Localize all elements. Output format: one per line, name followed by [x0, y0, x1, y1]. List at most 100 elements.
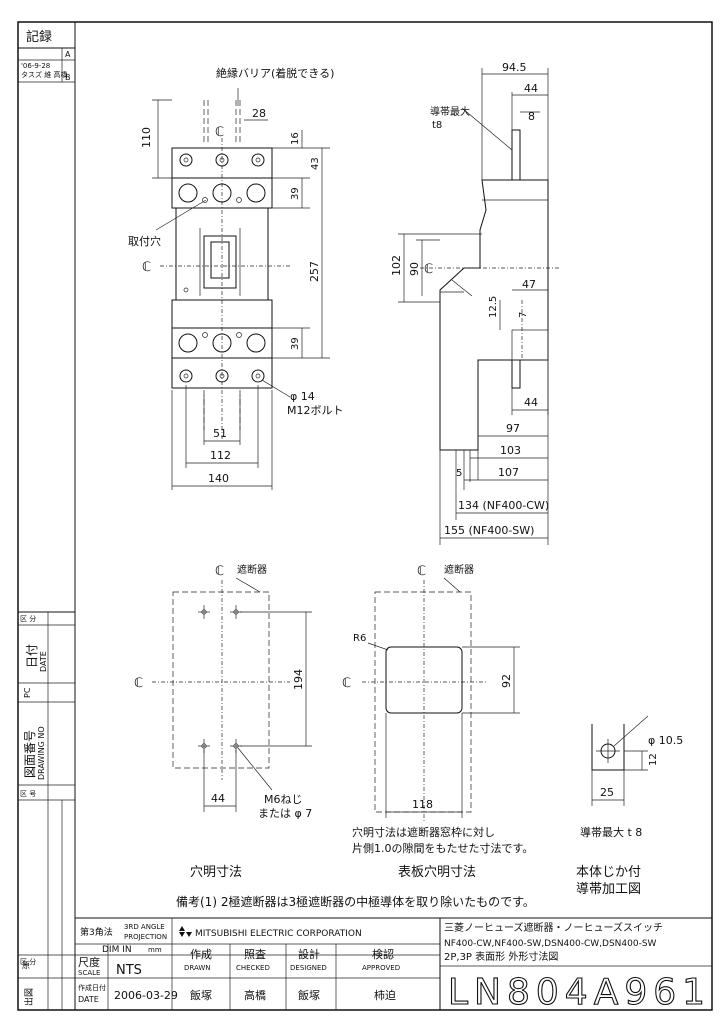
dim-90: 90 [408, 262, 421, 276]
revision-b: B [65, 73, 71, 82]
conductor-hole-diameter: φ 10.5 [648, 734, 683, 747]
checked-label-jp: 照査 [244, 947, 266, 961]
checked-by: 高橋 [244, 988, 266, 1002]
panel-centerline-side: ℂ [342, 676, 351, 691]
approved-by: 柿迫 [374, 988, 396, 1002]
panel-view-caption: 表板穴明寸法 [398, 865, 476, 880]
conductor-note: 導帯最大 t 8 [580, 825, 642, 839]
dim-92: 92 [500, 674, 513, 688]
drawing-number: LN804A961 [448, 972, 711, 1013]
dim-in-label: DIM IN [102, 945, 132, 955]
designed-label-en: DESIGNED [290, 964, 327, 972]
date-label-en-tb: DATE [78, 995, 99, 1004]
left-label-3: 区 分 [20, 957, 36, 966]
left-label-2: 区 号 [20, 790, 36, 798]
drawing-no-label-en: DRAWING NO [37, 726, 46, 780]
dim-94-5: 94.5 [502, 61, 527, 74]
dim-25: 25 [600, 786, 614, 799]
drawing-title-3: 2P,3P 表面形 外形寸法図 [444, 950, 558, 963]
dim-12-5: 12.5 [488, 296, 499, 318]
mounting-hole-view: ℂ ℂ 遮断器 194 44 M6ねじ または φ 7 穴明寸法 [134, 563, 312, 880]
dim-47: 47 [522, 278, 536, 291]
approved-label-en: APPROVED [362, 964, 400, 972]
pc-label: PC [23, 687, 32, 698]
drawing-title-2: NF400-CW,NF400-SW,DSN400-CW,DSN400-SW [444, 939, 657, 949]
hole-centerline-top: ℂ [215, 564, 224, 579]
dim-110: 110 [140, 127, 153, 148]
dim-28: 28 [252, 107, 266, 120]
left-column: 区 分 日付 DATE PC 図面番号 DRAWING NO 区 号 区 分 [18, 611, 75, 1010]
remark-note: 備考(1) 2極遮断器は3極遮断器の中極導体を取り除いたものです。 [176, 894, 535, 909]
screw-note-1: M6ねじ [264, 793, 303, 806]
front-view: ℂ ℂ 絶縁バリア(着脱できる) 取付穴 φ 14 M12ボルト 110 28 … [128, 66, 344, 490]
dim-39-bottom: 39 [290, 337, 301, 350]
mount-hole-label: 取付穴 [128, 234, 161, 248]
front-centerline-side: ℂ [142, 260, 151, 275]
conductor-max-label: 導帯最大 [430, 105, 470, 118]
date-label-jp: 日付 [25, 644, 39, 668]
projection-en-2: PROJECTION [124, 933, 167, 941]
front-centerline-top: ℂ [215, 125, 224, 140]
panel-note-2: 片側1.0の隙間をもたせた寸法です。 [352, 841, 533, 855]
projection-en-1: 3RD ANGLE [124, 923, 165, 931]
panel-breaker-label: 遮断器 [444, 563, 474, 576]
dim-102: 102 [390, 255, 403, 276]
dim-unit: mm [148, 946, 162, 954]
left-label-1: 区 分 [20, 614, 36, 623]
dim-5: 5 [456, 468, 462, 479]
dim-134: 134 (NF400-CW) [458, 499, 549, 512]
conductor-thickness: t8 [432, 120, 442, 131]
corner-radius: R6 [353, 633, 366, 644]
dim-107: 107 [498, 466, 519, 479]
screw-note-2: または φ 7 [258, 807, 312, 820]
scale-label-en: SCALE [78, 969, 100, 977]
drawing-title-1: 三菱ノーヒューズ遮断器・ノーヒューズスイッチ [444, 921, 663, 934]
dim-118: 118 [412, 798, 433, 811]
dim-12: 12 [648, 753, 659, 766]
date-label-en: DATE [39, 651, 48, 672]
panel-centerline-top: ℂ [417, 564, 426, 579]
dim-43: 43 [310, 157, 321, 170]
scale-value: NTS [116, 963, 142, 978]
creation-date: 2006-03-29 [114, 989, 178, 1002]
panel-hole-view: ℂ ℂ 遮断器 R6 92 118 穴明寸法は遮断器窓枠に対し 片側1.0の隙間… [342, 563, 533, 880]
dim-194: 194 [292, 669, 305, 690]
hole-view-caption: 穴明寸法 [190, 865, 242, 880]
dim-97: 97 [506, 422, 520, 435]
drawing-no-label-jp: 図面番号 [23, 730, 37, 778]
hole-centerline-side: ℂ [134, 676, 143, 691]
checked-label-en: CHECKED [236, 964, 270, 972]
dim-8: 8 [528, 110, 535, 123]
side-view: ℂ 導帯最大 t8 94.5 44 8 102 90 47 12.5 7 44 [390, 61, 560, 545]
dim-44-top: 44 [524, 82, 538, 95]
dim-44-bottom: 44 [524, 396, 538, 409]
dim-155: 155 (NF400-SW) [444, 524, 534, 537]
dim-257: 257 [308, 261, 321, 282]
side-centerline: ℂ [424, 262, 433, 277]
revision-date: '06-9-28 [21, 62, 50, 70]
dim-140: 140 [208, 472, 229, 485]
dim-16: 16 [290, 132, 301, 145]
date-label-jp-tb: 作成日付 [78, 983, 106, 992]
dim-103: 103 [500, 444, 521, 457]
dim-44-hole: 44 [211, 792, 225, 805]
conductor-caption-2: 導帯加工図 [576, 882, 641, 897]
dim-39-top: 39 [290, 187, 301, 200]
dim-51: 51 [213, 427, 227, 440]
designed-label-jp: 設計 [298, 947, 320, 961]
drawn-label-jp: 作成 [190, 948, 212, 961]
title-block: 第3角法 3RD ANGLE PROJECTION MITSUBISHI ELE… [22, 917, 712, 1014]
designed-by: 飯塚 [298, 988, 320, 1002]
approved-label-jp: 検認 [372, 947, 394, 961]
barrier-note: 絶縁バリア(着脱できる) [216, 66, 334, 80]
mitsubishi-logo-icon [179, 926, 192, 937]
drawn-by: 飯塚 [190, 988, 212, 1002]
sheet-border [17, 21, 713, 1011]
conductor-caption-1: 本体じか付 [576, 865, 641, 880]
record-title: 記録 [26, 29, 52, 45]
bolt-note-thread: M12ボルト [287, 404, 344, 417]
company-name: MITSUBISHI ELECTRIC CORPORATION [195, 929, 362, 939]
side-label-1: 原 [22, 961, 30, 970]
hole-breaker-label: 遮断器 [237, 563, 267, 576]
